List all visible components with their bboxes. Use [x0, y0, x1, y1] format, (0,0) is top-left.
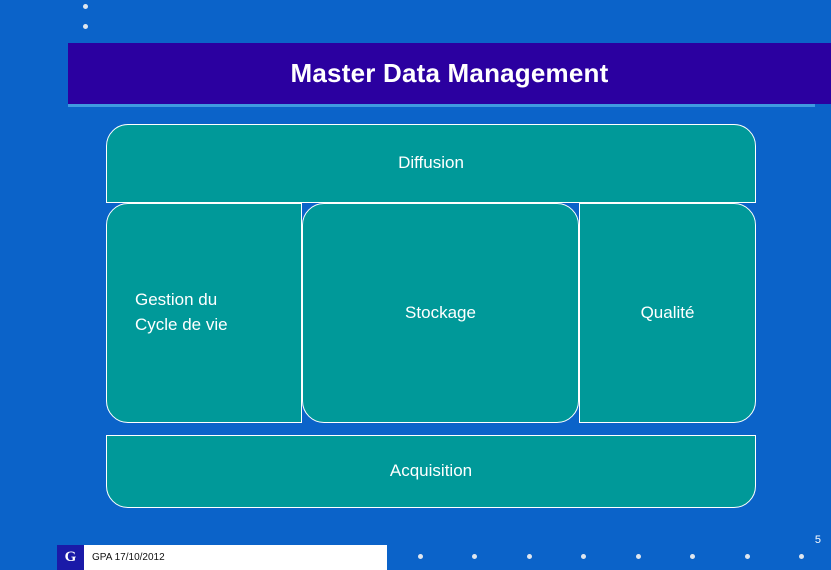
diagram-box-diffusion-label: Diffusion	[398, 153, 464, 173]
decorative-dot-icon	[799, 554, 804, 559]
decorative-dot-icon	[581, 554, 586, 559]
diagram-box-qualite-label: Qualité	[640, 302, 695, 322]
decorative-dot-icon	[527, 554, 532, 559]
decorative-dot-icon	[690, 554, 695, 559]
diagram-box-stockage: Stockage	[302, 203, 579, 423]
diagram-box-acquisition-label: Acquisition	[389, 461, 473, 481]
decorative-dot-icon	[472, 554, 477, 559]
diagram-box-gestion-cycle-de-vie-label: Gestion du Cycle de vie	[135, 288, 228, 337]
diagram-box-acquisition: Acquisition	[106, 435, 756, 508]
gestion-label-line-1: Gestion du	[135, 290, 218, 310]
diagram-box-gestion-cycle-de-vie: Gestion du Cycle de vie	[106, 203, 302, 423]
footer-date-label: GPA 17/10/2012	[92, 552, 165, 563]
diagram-box-diffusion: Diffusion	[106, 124, 756, 203]
slide-title-banner: Master Data Management	[68, 43, 831, 104]
mdm-diagram: Diffusion Gestion du Cycle de vie Stocka…	[106, 124, 756, 508]
company-logo-icon: G	[57, 545, 84, 570]
decorative-dot-icon	[83, 4, 88, 9]
slide-number: 5	[814, 534, 821, 546]
decorative-dot-icon	[745, 554, 750, 559]
decorative-dot-icon	[418, 554, 423, 559]
title-underline-divider	[68, 104, 815, 107]
decorative-dot-icon	[636, 554, 641, 559]
footer-decorative-dots	[400, 545, 831, 570]
diagram-box-stockage-label: Stockage	[405, 302, 476, 322]
footer-bar: G GPA 17/10/2012	[57, 545, 387, 570]
page-title: Master Data Management	[290, 58, 609, 88]
gestion-label-line-2: Cycle de vie	[135, 315, 228, 334]
diagram-box-qualite: Qualité	[579, 203, 756, 423]
decorative-dot-icon	[83, 24, 88, 29]
